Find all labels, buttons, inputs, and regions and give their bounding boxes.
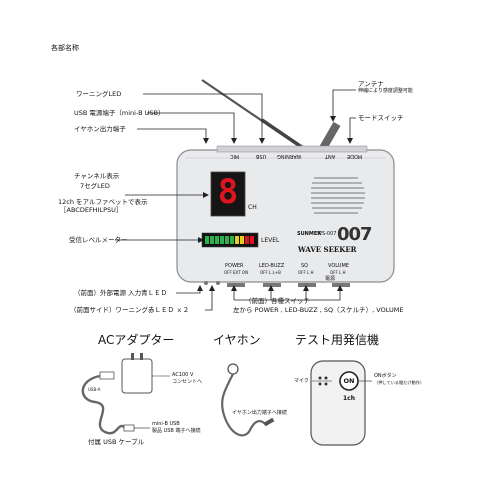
callout-channel-display-2: 7セグLED xyxy=(80,182,110,190)
callout-usb-power: USB 電源端子（mini-B USB） xyxy=(74,109,165,117)
callout-antenna: アンテナ xyxy=(358,80,384,88)
callout-channel-display-1: チャンネル表示 xyxy=(74,172,120,180)
label-tester-on-note: （押している間だけ動作） xyxy=(374,380,425,385)
tester-ch-label: 1ch xyxy=(343,395,356,402)
callout-side-warning-led: （前面サイド）ワーニング赤ＬＥＤ ｘ２ xyxy=(70,306,190,314)
heading-earphone: イヤホン xyxy=(213,333,261,347)
control-power-label: POWER xyxy=(225,263,244,269)
model-small-label: WS-007 xyxy=(317,231,337,237)
ac-adapter-graphic xyxy=(81,353,170,435)
top-label-warning: WARNING xyxy=(277,153,302,159)
callout-level-meter: 受信レベルメーター xyxy=(69,236,128,244)
callout-warning-led: ワーニングLED xyxy=(76,90,122,98)
antenna-graphic xyxy=(201,79,341,152)
callout-arrowheads xyxy=(197,116,353,291)
control-power-sub: OFF EXT ON xyxy=(224,270,249,275)
control-ledbuzz-label: LED-BUZZ xyxy=(259,263,285,269)
heading-test-transmitter: テスト用発信機 xyxy=(295,333,380,347)
brand-label: SUNMEX xyxy=(297,231,322,237)
top-label-usb: USB xyxy=(256,153,267,159)
earphone-graphic xyxy=(221,363,275,437)
control-sq-label: SQ xyxy=(301,263,309,269)
note-ac-outlet: コンセントへ xyxy=(172,379,203,385)
control-sq-sub: OFF L H xyxy=(298,270,314,275)
note-usb-a: USB-A xyxy=(88,387,101,392)
heading-ac-adapter: ACアダプター xyxy=(98,333,175,347)
callout-channel-alpha-2: ［ABCDEFHILPSU］ xyxy=(60,206,123,214)
note-ac-100v: AC100 V xyxy=(172,372,194,378)
callout-mode-switch: モードスイッチ xyxy=(358,114,404,122)
bottom-power-label: 電源 xyxy=(325,276,336,282)
callout-front-power-led: （前面）外部電源 入力青ＬＥＤ xyxy=(74,289,168,297)
seven-seg-digit: 8 xyxy=(217,172,239,212)
note-mini-b-connect: 製品 USB 端子へ接続 xyxy=(152,428,201,434)
level-label: LEVEL xyxy=(261,237,280,244)
level-meter-segments xyxy=(205,236,254,244)
callout-front-switches-2: 左から POWER , LED-BUZZ , SQ（スケルチ）, VOLUME xyxy=(233,306,404,314)
callout-front-switches-1: （前面）各種スイッチ xyxy=(245,297,310,305)
control-volume-label: VOLUME xyxy=(328,263,349,269)
top-label-mic: MIC xyxy=(230,153,240,159)
note-mini-b: mini-B USB xyxy=(152,421,180,427)
seven-seg-display xyxy=(210,171,246,217)
top-label-mode: MODE xyxy=(347,153,363,159)
logo-number: 007 xyxy=(337,224,373,245)
callout-earphone-jack: イヤホン出力端子 xyxy=(74,125,126,133)
top-label-ant: ANT xyxy=(325,153,336,159)
control-volume-sub: OFF L H xyxy=(330,270,346,275)
test-transmitter-graphic xyxy=(310,360,372,446)
page-title: 各部名称 xyxy=(51,44,79,52)
speaker-grille xyxy=(311,177,365,214)
label-tester-mic: マイク xyxy=(294,378,309,384)
ch-label: CH xyxy=(248,204,257,211)
control-ledbuzz-sub: OFF L L+B xyxy=(260,270,281,275)
logo-name: WAVE SEEKER xyxy=(298,245,357,254)
tester-on-button[interactable]: ON xyxy=(343,377,355,385)
callout-antenna-note: 伸縮により感度調整可能 xyxy=(358,88,413,94)
label-tester-on-button: ONボタン xyxy=(374,373,397,379)
device-body xyxy=(176,149,395,283)
callout-channel-alpha-1: 12ch をアルファベットで表示 xyxy=(58,198,148,206)
caption-usb-cable: 付属 USB ケーブル xyxy=(88,438,145,446)
note-earphone-connect: イヤホン出力端子へ接続 xyxy=(232,410,287,416)
callout-lines xyxy=(115,89,356,311)
